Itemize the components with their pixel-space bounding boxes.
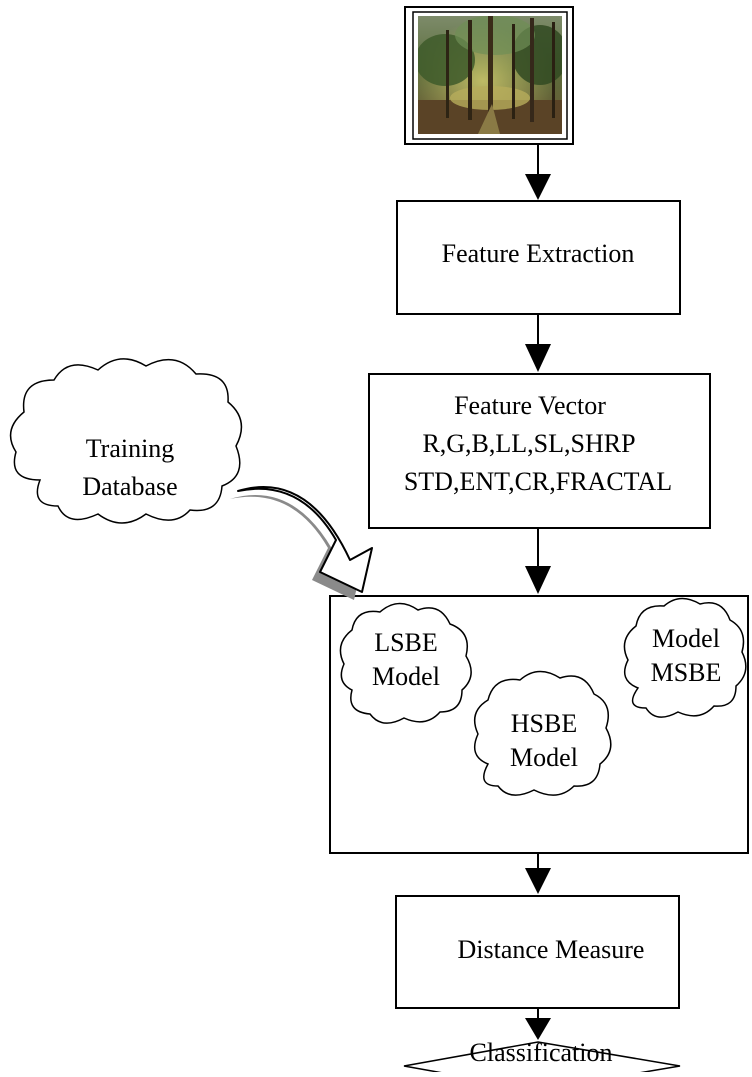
training-database-cloud: Training Database bbox=[9, 358, 243, 524]
feature-vector-line2: STD,ENT,CR,FRACTAL bbox=[404, 467, 672, 496]
feature-vector-box: Feature Vector R,G,B,LL,SL,SHRP STD,ENT,… bbox=[368, 373, 711, 529]
hsbe-model-cloud: HSBE Model bbox=[473, 670, 612, 796]
distance-measure-box: Distance Measure bbox=[395, 895, 680, 1009]
lsbe-line2: Model bbox=[372, 662, 440, 691]
distance-measure-label: Distance Measure bbox=[458, 935, 645, 964]
training-database-line2: Database bbox=[82, 472, 177, 501]
arrow-extraction-to-vector bbox=[525, 314, 551, 372]
msbe-model-cloud: Model MSBE bbox=[623, 597, 747, 718]
classification-label: Classification bbox=[470, 1038, 613, 1067]
arrow-vector-to-models bbox=[525, 528, 551, 594]
feature-extraction-box: Feature Extraction bbox=[396, 200, 681, 315]
arrow-image-to-extraction bbox=[525, 144, 551, 200]
arrow-models-to-distance bbox=[525, 853, 551, 894]
hsbe-line2: Model bbox=[510, 743, 578, 772]
feature-extraction-label: Feature Extraction bbox=[442, 239, 635, 268]
training-database-line1: Training bbox=[86, 434, 175, 463]
lsbe-model-cloud: LSBE Model bbox=[339, 602, 472, 724]
training-arrow bbox=[230, 486, 373, 600]
msbe-line2: MSBE bbox=[651, 658, 722, 687]
input-image bbox=[404, 6, 574, 145]
arrow-distance-to-classification bbox=[525, 1008, 551, 1040]
feature-vector-title: Feature Vector bbox=[454, 391, 606, 420]
lsbe-line1: LSBE bbox=[374, 628, 438, 657]
feature-vector-line1: R,G,B,LL,SL,SHRP bbox=[422, 429, 635, 458]
classification-diamond: Classification bbox=[403, 1038, 681, 1077]
msbe-line1: Model bbox=[652, 624, 720, 653]
hsbe-line1: HSBE bbox=[511, 709, 577, 738]
